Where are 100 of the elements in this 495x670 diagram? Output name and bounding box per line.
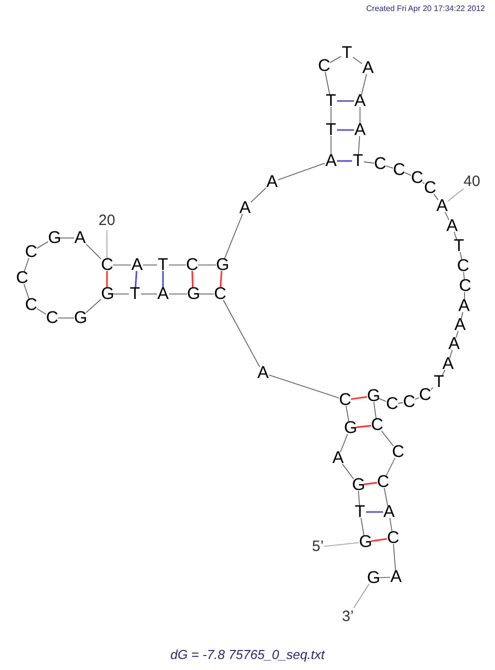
nucleotide-letter: A [448,338,460,350]
nucleotide-letter: T [129,288,141,300]
nucleotide-letter: C [101,259,113,271]
nucleotide-letter: C [392,446,404,458]
leader-line [448,188,464,202]
nucleotide-letter: C [386,398,398,410]
nucleotide-letter: A [239,202,251,214]
nucleotide-letter: A [157,288,169,300]
backbone-line [360,518,364,536]
leader-line [323,542,360,547]
nucleotide-letter: G [101,288,113,300]
base-pair-line [337,129,354,131]
base-pair-line [191,270,194,288]
nucleotide-letter: G [367,390,379,402]
backbone-line [358,136,360,156]
nucleotide-letter: T [354,506,366,518]
backbone-line [381,430,394,446]
base-pair-line [350,396,368,400]
nucleotide-letter: C [25,246,37,258]
base-pair-line [220,270,222,288]
nucleotide-letter: C [16,272,28,284]
backbone-line [86,244,102,260]
nucleotide-letter: G [352,479,364,491]
backbone-line [398,402,404,404]
position-label: 3’ [342,608,354,626]
backbone-line [378,398,386,402]
nucleotide-letter: C [387,532,399,544]
nucleotide-letter: A [454,319,466,331]
backbone-line [224,214,243,260]
nucleotide-letter: T [341,47,353,59]
nucleotide-letter: C [419,389,431,401]
nucleotide-letter: T [453,240,465,252]
backbone-line [278,162,326,180]
backbone-line [342,464,354,480]
base-pair-line [356,424,372,428]
backbone-line [422,182,425,184]
backbone-line [390,518,392,532]
backbone-line [324,72,330,96]
backbone-line [358,490,360,506]
nucleotide-letter: C [459,280,471,292]
timestamp-text: Created Fri Apr 20 17:34:22 2012 [366,4,485,13]
nucleotide-letter: A [325,155,337,167]
backbone-line [250,187,266,203]
backbone-line [464,292,466,300]
backbone-line [330,56,342,63]
backbone-line [384,488,388,506]
nucleotide-letter: A [332,452,344,464]
base-pair-line [134,270,138,288]
base-pair-line [366,511,383,513]
backbone-line [463,272,465,280]
nucleotide-letter: A [458,300,470,312]
position-label: 40 [464,173,480,191]
nucleotide-letter: A [436,200,448,212]
backbone-line [444,212,450,220]
nucleotide-letter: T [325,95,337,107]
nucleotide-letter: C [214,288,226,300]
nucleotide-letter: G [74,312,86,324]
nucleotide-letter: A [383,506,395,518]
nucleotide-letter: A [354,124,366,136]
backbone-line [36,308,46,315]
nucleotide-letter: G [359,536,371,548]
nucleotide-letter: C [46,312,58,324]
nucleotide-letter: C [374,158,386,170]
backbone-line [449,350,453,358]
nucleotide-letter: C [424,182,436,194]
nucleotide-letter: A [74,232,86,244]
nucleotide-letter: C [186,259,198,271]
nucleotide-letter: A [354,95,366,107]
base-pair-line [364,482,378,486]
nucleotide-letter: C [318,60,330,72]
backbone-line [404,172,412,176]
nucleotide-letter: A [442,358,454,370]
nucleotide-letter: G [367,572,379,584]
nucleotide-letter: T [325,124,337,136]
leader-line [106,230,108,260]
position-label: 20 [98,212,116,230]
backbone-line [393,544,396,572]
backbone-line [386,458,396,476]
backbone-line [36,241,48,249]
nucleotide-letter: A [390,571,402,583]
nucleotide-letter: G [48,232,60,244]
backbone-line [456,330,458,338]
base-pair-line [162,271,164,288]
backbone-line [86,298,102,314]
base-pair-line [337,100,354,102]
backbone-line [24,284,30,300]
backbone-line [24,258,30,272]
backbone-line [168,264,186,266]
backbone-line [414,397,420,400]
nucleotide-letter: C [377,476,389,488]
nucleotide-letter: G [344,422,356,434]
backbone-line [222,300,260,368]
leader-line [353,584,370,608]
nucleotide-letter: A [131,259,143,271]
nucleotide-letter: T [433,376,445,388]
backbone-line [460,312,464,320]
caption: dG = -7.8 75765_0_seq.txt [169,647,326,662]
backbone-line [378,576,390,578]
nucleotide-letter: G [216,259,228,271]
backbone-line [364,161,374,164]
